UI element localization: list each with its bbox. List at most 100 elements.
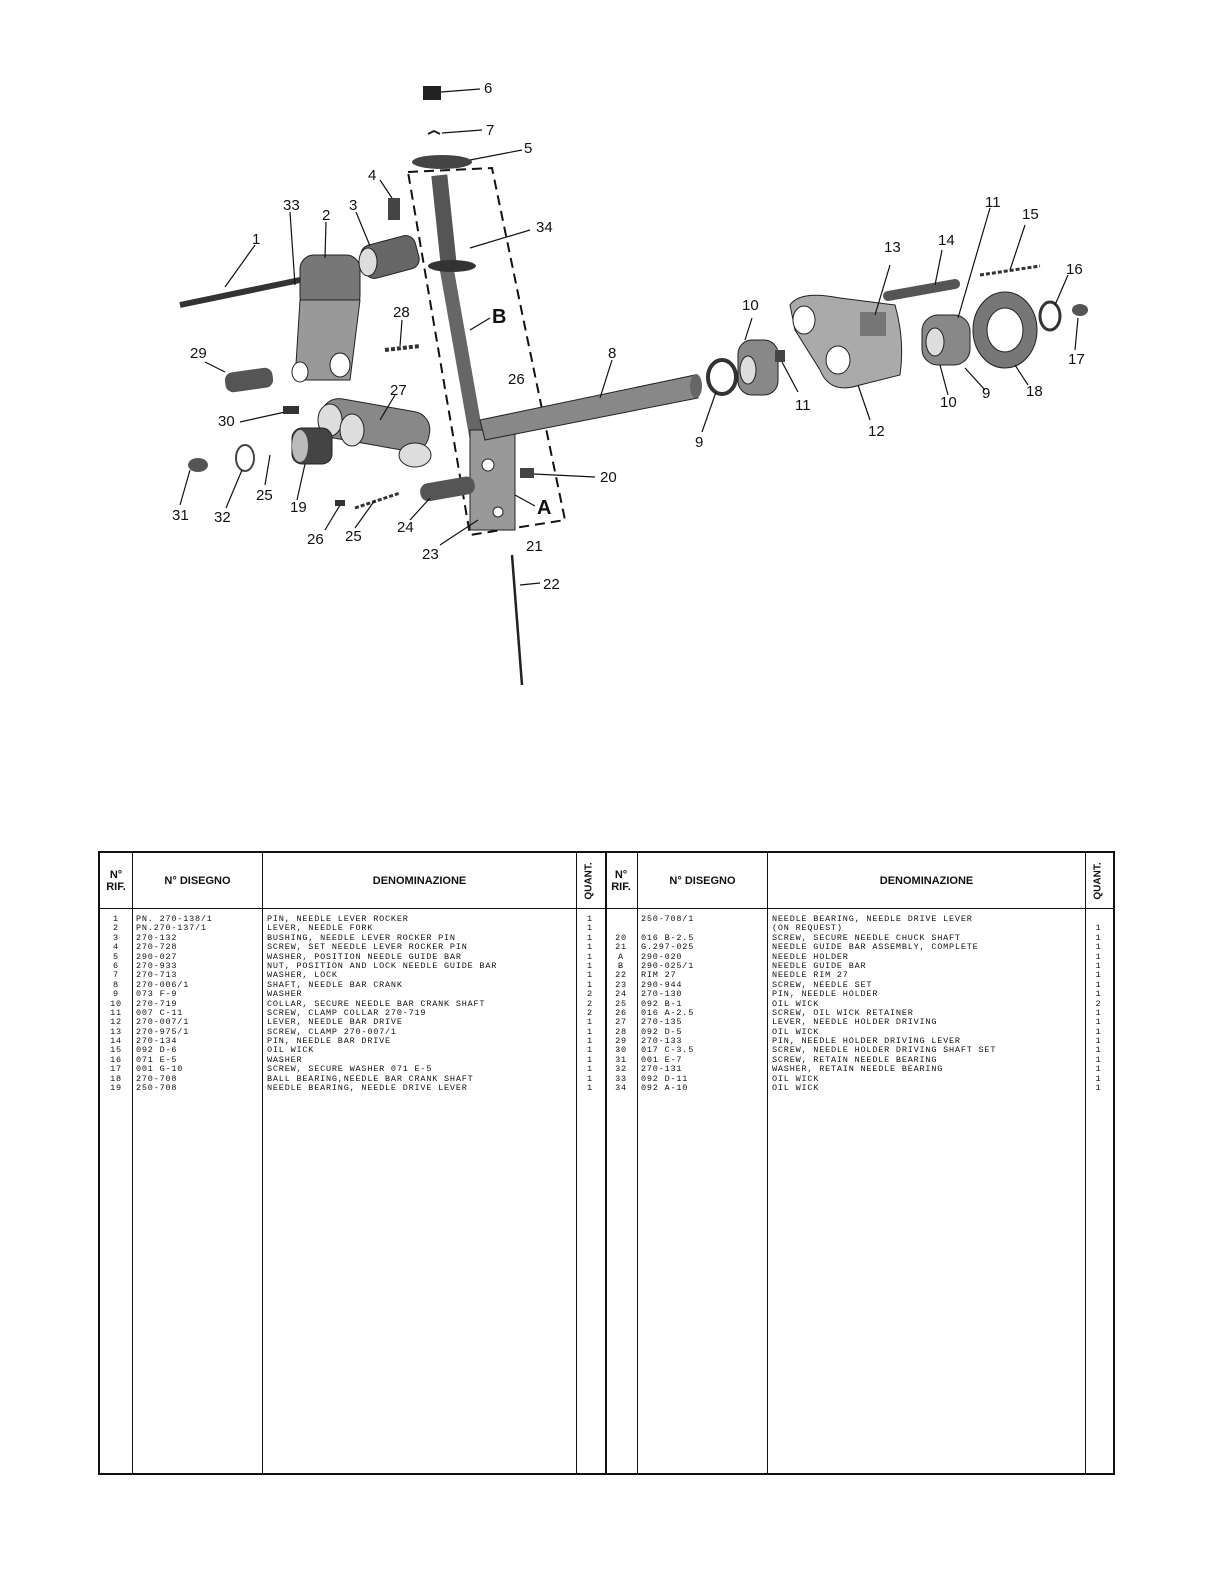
- table-cell-dis: [638, 924, 767, 933]
- table-cell-dis: 270-131: [641, 1065, 683, 1075]
- table-cell-dis: 071 E-5: [136, 1055, 178, 1065]
- table-cell-dis: 017 C-3.5: [641, 1046, 695, 1056]
- table-cell-den: PIN, NEEDLE HOLDER DRIVING LEVER: [772, 1037, 961, 1047]
- callout-29: 29: [190, 345, 207, 362]
- table-cell-dis: 250-708/1: [641, 915, 695, 924]
- callout-22: 22: [543, 576, 560, 593]
- table-cell-rif: 15: [110, 1046, 122, 1056]
- table-cell-rif: 28: [615, 1027, 627, 1037]
- table-cell-dis: 092 D-5: [641, 1027, 683, 1037]
- table-cell-den: OIL WICK: [772, 1084, 820, 1094]
- table-cell-den: SCREW, RETAIN NEEDLE BEARING: [772, 1055, 938, 1065]
- table-cell-den: OIL WICK: [772, 999, 820, 1009]
- table-cell-den: OIL WICK: [267, 1046, 315, 1056]
- table-cell-dis: 073 F-9: [136, 990, 178, 1000]
- callout-9-right: 9: [982, 385, 990, 402]
- callout-14: 14: [938, 232, 955, 249]
- header-disegno: N° DISEGNO: [164, 875, 231, 887]
- table-cell-den: WASHER, LOCK: [267, 971, 338, 981]
- table-cell-dis: G.297-025: [641, 943, 695, 953]
- table-cell-rif: 2: [113, 924, 119, 934]
- table-cell-dis: 016 A-2.5: [641, 1008, 695, 1018]
- table-cell-den: BUSHING, NEEDLE LEVER ROCKER PIN: [267, 933, 456, 943]
- table-cell-rif: 4: [113, 943, 119, 953]
- header-rif: N° RIF.: [106, 869, 126, 893]
- table-cell-qty: 1: [1095, 933, 1102, 943]
- assembly-dashed-outline: [406, 166, 567, 537]
- part-B-needle-guide-bar: [428, 174, 491, 440]
- callout-12: 12: [868, 423, 885, 440]
- table-cell-dis: 270-130: [641, 990, 683, 1000]
- table-cell-rif: 17: [110, 1065, 122, 1075]
- table-cell-den: NEEDLE GUIDE BAR: [772, 961, 867, 971]
- table-cell-qty: 1: [587, 933, 593, 943]
- table-cell-dis: 270-708: [136, 1074, 178, 1084]
- table-cell-qty: 2: [587, 1008, 593, 1018]
- table-cell-den: SCREW, CLAMP COLLAR 270-719: [267, 1008, 427, 1018]
- table-cell-qty: 1: [1095, 1037, 1102, 1047]
- table-cell-rif: 24: [615, 990, 627, 1000]
- column-denominazione-right: DENOMINAZIONE NEEDLE BEARING, NEEDLE DRI…: [768, 853, 1086, 1473]
- table-cell-qty: 1: [1095, 1008, 1102, 1018]
- callout-5: 5: [524, 140, 532, 157]
- part-22-needle: [510, 554, 541, 686]
- table-cell-dis: 270-719: [136, 999, 178, 1009]
- callout-8: 8: [608, 345, 616, 362]
- callout-A: A: [537, 497, 551, 519]
- callout-13: 13: [884, 239, 901, 256]
- part-1-pin: [179, 244, 301, 308]
- table-cell-dis: PN.270-137/1: [136, 924, 207, 934]
- table-cell-qty: 2: [587, 990, 593, 1000]
- table-cell-qty: 1: [587, 1046, 593, 1056]
- callout-25-upper: 25: [256, 487, 273, 504]
- table-cell-qty: 1: [1095, 943, 1102, 953]
- table-cell-rif: A: [618, 952, 624, 962]
- table-cell-rif: 5: [113, 952, 119, 962]
- table-cell-den: SCREW, NEEDLE HOLDER DRIVING SHAFT SET: [772, 1046, 997, 1056]
- table-cell-den: WASHER: [267, 990, 303, 1000]
- callout-6: 6: [484, 80, 492, 97]
- table-cell-dis: 290-944: [641, 980, 683, 990]
- callout-20: 20: [600, 469, 617, 486]
- table-cell-den: LEVER, NEEDLE HOLDER DRIVING: [772, 1018, 938, 1028]
- table-cell-qty: [1086, 915, 1111, 924]
- part-17-screw: [1072, 304, 1088, 351]
- table-cell-qty: 1: [587, 1084, 593, 1094]
- table-cell-den: NEEDLE GUIDE BAR ASSEMBLY, COMPLETE: [772, 943, 979, 953]
- table-cell-rif: 16: [110, 1055, 122, 1065]
- callout-7: 7: [486, 122, 494, 139]
- table-cell-dis: 290-027: [136, 952, 178, 962]
- table-cell-dis: 270-007/1: [136, 1018, 190, 1028]
- table-cell-qty: 1: [1095, 990, 1102, 1000]
- table-cell-dis: 092 A-10: [641, 1084, 689, 1094]
- table-cell-qty: 1: [1095, 1074, 1102, 1084]
- part-16-washer: [1038, 274, 1069, 332]
- callout-31: 31: [172, 507, 189, 524]
- table-cell-rif: 20: [615, 933, 627, 943]
- table-cell-qty: 1: [587, 952, 593, 962]
- table-cell-rif: 3: [113, 933, 119, 943]
- table-cell-qty: 1: [587, 971, 593, 981]
- table-cell-qty: 1: [587, 915, 593, 924]
- table-cell-den: (ON REQUEST): [772, 924, 843, 934]
- table-cell-den: BALL BEARING,NEEDLE BAR CRANK SHAFT: [267, 1074, 474, 1084]
- table-cell-qty: 1: [587, 1027, 593, 1037]
- table-cell-dis: 270-006/1: [136, 980, 190, 990]
- part-24-pin: [409, 476, 475, 521]
- table-cell-qty: 2: [587, 999, 593, 1009]
- part-10-collar: [737, 317, 779, 396]
- callout-1: 1: [252, 231, 260, 248]
- part-4-screw: [379, 179, 400, 220]
- table-cell-qty: 1: [587, 1037, 593, 1047]
- table-cell-qty: 1: [587, 1065, 593, 1075]
- table-cell-den: OIL WICK: [772, 1074, 820, 1084]
- table-cell-den: WASHER, POSITION NEEDLE GUIDE BAR: [267, 952, 462, 962]
- part-5-washer: [412, 149, 523, 169]
- table-cell-qty: 1: [1095, 980, 1102, 990]
- table-cell-den: NUT, POSITION AND LOCK NEEDLE GUIDE BAR: [267, 961, 498, 971]
- table-cell-rif: 6: [113, 961, 119, 971]
